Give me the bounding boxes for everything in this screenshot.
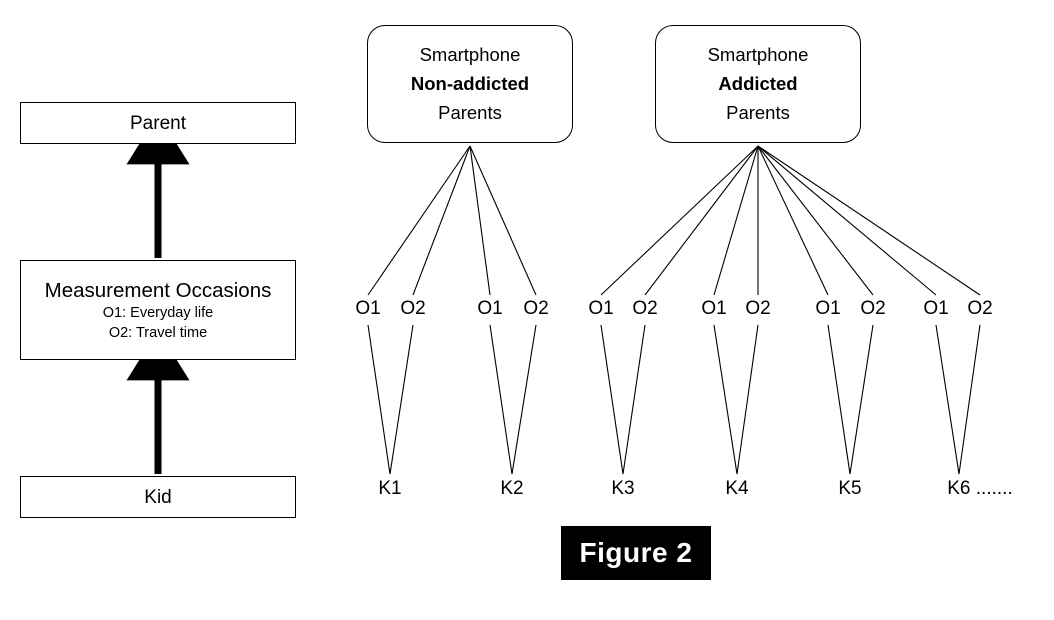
occasion-node-o2-12: O2: [967, 298, 993, 319]
occasion-to-kid-edges: [367, 324, 981, 475]
parent-to-occasion-edges: [367, 145, 981, 296]
kid-node-6: K6 .......: [947, 478, 1013, 499]
group-box-line: Addicted: [718, 72, 798, 94]
edge-addicted-parents-to-occasion-10: [757, 145, 874, 296]
kid-node-2: K2: [500, 478, 524, 499]
occasion-node-o2-8: O2: [745, 298, 771, 319]
edge-addicted-parents-to-occasion-11: [757, 145, 937, 296]
occasion-node-o2-2: O2: [400, 298, 426, 319]
edge-addicted-parents-to-occasion-9: [757, 145, 829, 296]
occasion-node-o1-1: O1: [355, 298, 381, 319]
edge-occasion-7-to-kid-node-4: [713, 324, 738, 475]
level-box-title: Measurement Occasions: [44, 278, 272, 302]
edge-non-addicted-parents-to-occasion-2: [412, 145, 471, 296]
edge-occasion-1-to-kid-node-1: [367, 324, 391, 475]
level-box-subline: O1: Everyday life: [102, 304, 214, 321]
group-box-line: Smartphone: [707, 43, 809, 65]
occasion-node-o2-10: O2: [860, 298, 886, 319]
figure-caption-badge: Figure 2: [561, 526, 711, 580]
group-box-line: Smartphone: [419, 43, 521, 65]
edge-non-addicted-parents-to-occasion-4: [469, 145, 537, 296]
edge-occasion-5-to-kid-node-3: [600, 324, 624, 475]
edge-occasion-9-to-kid-node-5: [827, 324, 851, 475]
edge-occasion-3-to-kid-node-2: [489, 324, 513, 475]
edge-non-addicted-parents-to-occasion-1: [367, 145, 471, 296]
kid-node-3: K3: [611, 478, 635, 499]
edge-addicted-parents-to-occasion-12: [757, 145, 981, 296]
kid-node-4: K4: [725, 478, 749, 499]
edge-occasion-11-to-kid-node-6: [935, 324, 960, 475]
edge-occasion-6-to-kid-node-3: [622, 324, 646, 475]
occasion-node-o1-11: O1: [923, 298, 949, 319]
edge-occasion-4-to-kid-node-2: [511, 324, 537, 475]
group-box-line: Non-addicted: [410, 72, 530, 94]
figure-caption-text: Figure 2: [579, 537, 693, 568]
group-box-line: Parents: [726, 101, 790, 123]
edge-occasion-2-to-kid-node-1: [389, 324, 414, 475]
kid-node-1: K1: [378, 478, 402, 499]
edge-addicted-parents-to-occasion-6: [644, 145, 759, 296]
level-box-title: Kid: [144, 486, 172, 508]
occasion-node-o1-7: O1: [701, 298, 727, 319]
level-box-kid-level: Kid: [20, 476, 296, 518]
edge-addicted-parents-to-occasion-5: [600, 145, 759, 296]
kid-node-5: K5: [838, 478, 862, 499]
level-box-subline: O2: Travel time: [108, 324, 208, 341]
occasion-node-o2-6: O2: [632, 298, 658, 319]
occasion-node-o1-9: O1: [815, 298, 841, 319]
edge-occasion-10-to-kid-node-5: [849, 324, 874, 475]
edge-non-addicted-parents-to-occasion-3: [469, 145, 491, 296]
occasion-node-o1-5: O1: [588, 298, 614, 319]
group-box-line: Parents: [438, 101, 502, 123]
occasion-node-o2-4: O2: [523, 298, 549, 319]
edge-occasion-12-to-kid-node-6: [958, 324, 981, 475]
edge-addicted-parents-to-occasion-7: [713, 145, 759, 296]
level-box-title: Parent: [130, 112, 186, 134]
level-box-parent-level: Parent: [20, 102, 296, 144]
occasion-node-o1-3: O1: [477, 298, 503, 319]
edge-occasion-8-to-kid-node-4: [736, 324, 759, 475]
